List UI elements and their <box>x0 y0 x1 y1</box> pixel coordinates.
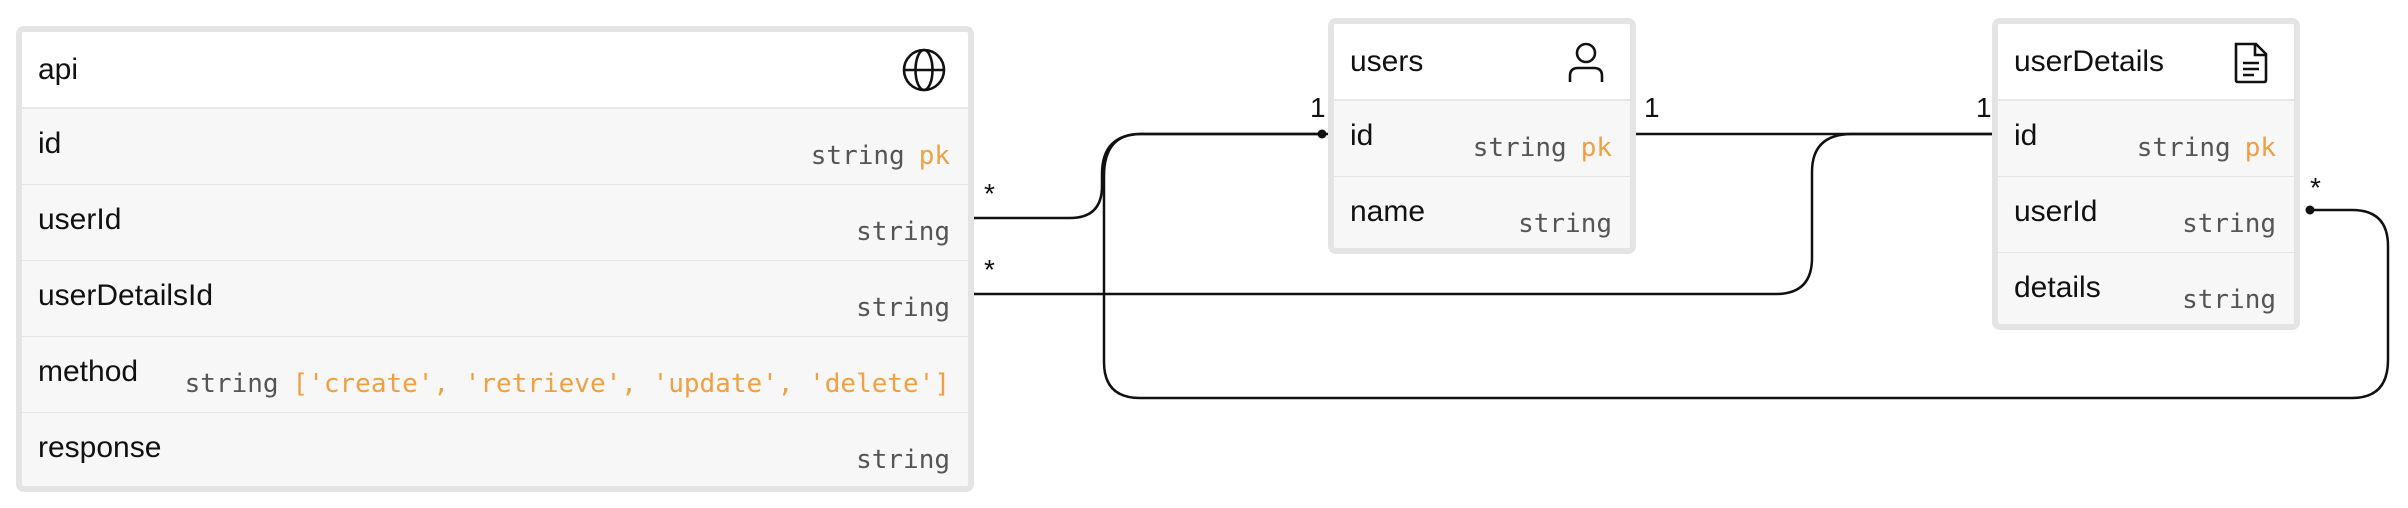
field-name: userId <box>38 203 122 236</box>
field-row[interactable]: name string <box>1334 176 1630 248</box>
field-meta: string pk <box>2137 101 2276 163</box>
user-icon <box>1560 36 1612 88</box>
cardinality-api-userdetailsid: * <box>984 254 995 285</box>
entity-header: api <box>22 32 968 108</box>
field-type: string <box>810 141 905 171</box>
connector-endpoint <box>2305 205 2315 215</box>
field-name: id <box>2014 119 2038 152</box>
field-name: method <box>38 355 139 388</box>
entity-title: userDetails <box>2014 44 2165 78</box>
field-name: id <box>38 127 62 160</box>
field-meta: string ['create', 'retrieve', 'update', '… <box>185 337 950 399</box>
document-icon <box>2224 36 2276 88</box>
entity-api[interactable]: api id string pk userId string userDetail… <box>16 26 974 492</box>
field-meta: string <box>2182 253 2276 315</box>
field-row[interactable]: id string pk <box>1334 100 1630 176</box>
field-meta: string <box>1518 177 1612 239</box>
entity-userdetails[interactable]: userDetails id string pk userId string de… <box>1992 18 2300 330</box>
field-name: userDetailsId <box>38 279 214 312</box>
cardinality-userdetails-id-a: 1 <box>1976 92 1992 123</box>
field-meta: string pk <box>1473 101 1612 163</box>
field-type: string <box>2136 133 2231 163</box>
field-name: details <box>2014 271 2101 304</box>
entity-header: userDetails <box>1998 24 2294 100</box>
cardinality-userdetails-userid: * <box>2310 172 2321 203</box>
entity-title: api <box>38 52 79 86</box>
field-type: string <box>2182 209 2276 239</box>
entity-users[interactable]: users id string pk name string <box>1328 18 1636 254</box>
field-key: pk <box>2244 133 2276 163</box>
field-key: pk <box>1580 133 1612 163</box>
field-name: id <box>1350 119 1374 152</box>
field-row[interactable]: userId string <box>1998 176 2294 252</box>
field-meta: string <box>856 413 950 475</box>
field-meta: string <box>856 261 950 323</box>
field-type: string <box>1518 209 1612 239</box>
field-type: string <box>856 445 950 475</box>
field-type: string <box>1472 133 1567 163</box>
field-type: string <box>2182 285 2276 315</box>
field-meta: string <box>856 185 950 247</box>
field-meta: string <box>2182 177 2276 239</box>
field-name: name <box>1350 195 1426 228</box>
field-type: string <box>856 293 950 323</box>
field-key: pk <box>918 141 950 171</box>
field-name: userId <box>2014 195 2098 228</box>
field-row[interactable]: method string ['create', 'retrieve', 'upd… <box>22 336 968 412</box>
field-row[interactable]: response string <box>22 412 968 486</box>
entity-title: users <box>1350 44 1424 78</box>
connector-api-userid-users-id <box>960 132 1322 220</box>
field-meta: string pk <box>811 109 950 171</box>
field-row[interactable]: userId string <box>22 184 968 260</box>
field-enum-values: ['create', 'retrieve', 'update', 'delete… <box>292 369 950 399</box>
cardinality-users-id-left-a: 1 <box>1310 92 1326 123</box>
connector-endpoint <box>1317 129 1327 139</box>
field-row[interactable]: id string pk <box>22 108 968 184</box>
field-row[interactable]: details string <box>1998 252 2294 324</box>
cardinality-api-userid: * <box>984 178 995 209</box>
field-type: string <box>184 369 279 399</box>
cardinality-users-id-right: 1 <box>1644 92 1660 123</box>
field-type: string <box>856 217 950 247</box>
entity-header: users <box>1334 24 1630 100</box>
globe-icon <box>898 44 950 96</box>
field-name: response <box>38 431 162 464</box>
field-row[interactable]: id string pk <box>1998 100 2294 176</box>
field-row[interactable]: userDetailsId string <box>22 260 968 336</box>
